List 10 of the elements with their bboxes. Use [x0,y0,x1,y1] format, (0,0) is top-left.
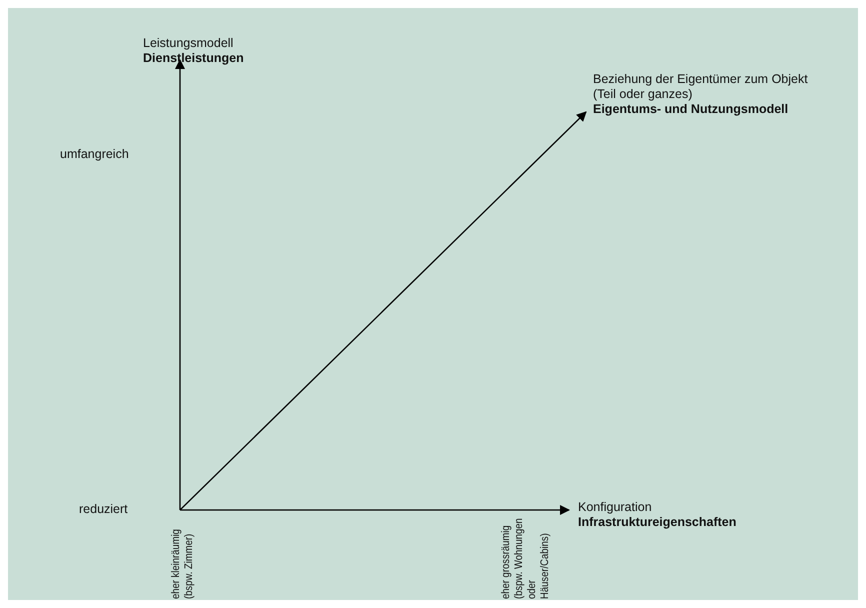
axis-title: Beziehung der Eigentümer zum Objekt (Teil oder ganzes) [593,72,809,102]
scale-label: eher kleinräumig (bspw. Zimmer) [170,528,196,599]
scale-label: reduziert [79,502,128,517]
axis-title: Infrastruktureigenschaften [578,515,736,530]
axis-title: Dienstleistungen [143,51,244,66]
scale-label: umfangreich [60,147,129,162]
axis-title: Leistungsmodell [143,36,234,51]
axis-title: Konfiguration [578,500,652,515]
scale-label: eher grossräumig (bspw. Wohnungen oder Häuser/Cabins) [500,517,552,599]
axis-title: Eigentums- und Nutzungsmodell [593,102,788,117]
